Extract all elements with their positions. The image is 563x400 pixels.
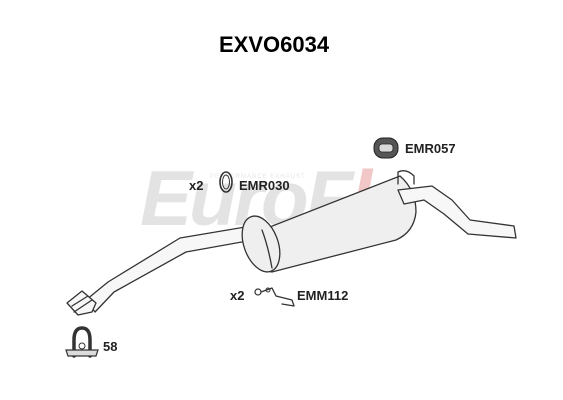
exhaust-assembly [66,170,517,316]
part-emm112: x2 EMM112 [230,287,348,307]
rubber-mount-icon [373,137,399,159]
part-emr030: x2 EMR030 [189,171,290,193]
part-code: EMM112 [297,288,348,303]
watermark-tagline: PERFORMANCE EXHAUST [210,174,306,180]
part-emr057: EMR057 [373,137,456,159]
mounting-bracket-icon [254,287,295,307]
exhaust-ring-gasket-icon [219,171,233,193]
u-bolt-clamp-icon [65,326,99,358]
part-code: EMR030 [239,178,290,193]
part-qty: x2 [189,178,203,193]
rear-pipe [397,185,517,239]
part-58: 58 [65,326,117,358]
hanger-hook [397,170,415,185]
part-code: 58 [103,339,117,354]
part-code: EMR057 [405,141,456,156]
part-number-title: EXVO6034 [219,32,330,57]
pipe-fork-end [66,290,97,316]
part-qty: x2 [230,288,244,303]
